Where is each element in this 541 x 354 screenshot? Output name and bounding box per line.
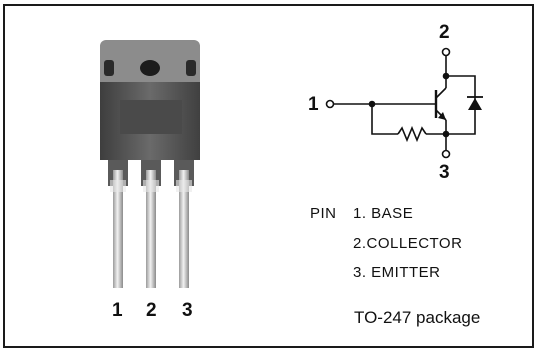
tab-notch-right — [186, 60, 196, 76]
pin-entry-emitter: 3. EMITTER — [353, 264, 441, 281]
tab-notch-left — [104, 60, 114, 76]
lead-1 — [113, 170, 123, 288]
pin-number-2: 2 — [146, 300, 157, 321]
pin-number-1: 1 — [112, 300, 123, 321]
emitter-arrow — [438, 112, 446, 120]
pin-entry-base: 1. BASE — [353, 205, 414, 222]
lead-2 — [146, 170, 156, 288]
pin-number-3: 3 — [182, 300, 193, 321]
package-name: TO-247 package — [354, 308, 481, 327]
collector-terminal-label: 2 — [439, 22, 450, 43]
base-resistor — [397, 125, 427, 143]
package-marking-area — [120, 100, 182, 134]
mounting-hole — [140, 60, 160, 76]
collector-terminal — [441, 47, 451, 57]
lead-3 — [179, 170, 189, 288]
base-terminal — [325, 99, 335, 109]
emitter-terminal — [441, 149, 451, 159]
pin-heading: PIN — [310, 205, 337, 222]
freewheel-diode — [468, 98, 482, 110]
pin-entry-collector: 2.COLLECTOR — [353, 235, 463, 252]
base-terminal-label: 1 — [308, 94, 319, 115]
emitter-terminal-label: 3 — [439, 162, 450, 183]
